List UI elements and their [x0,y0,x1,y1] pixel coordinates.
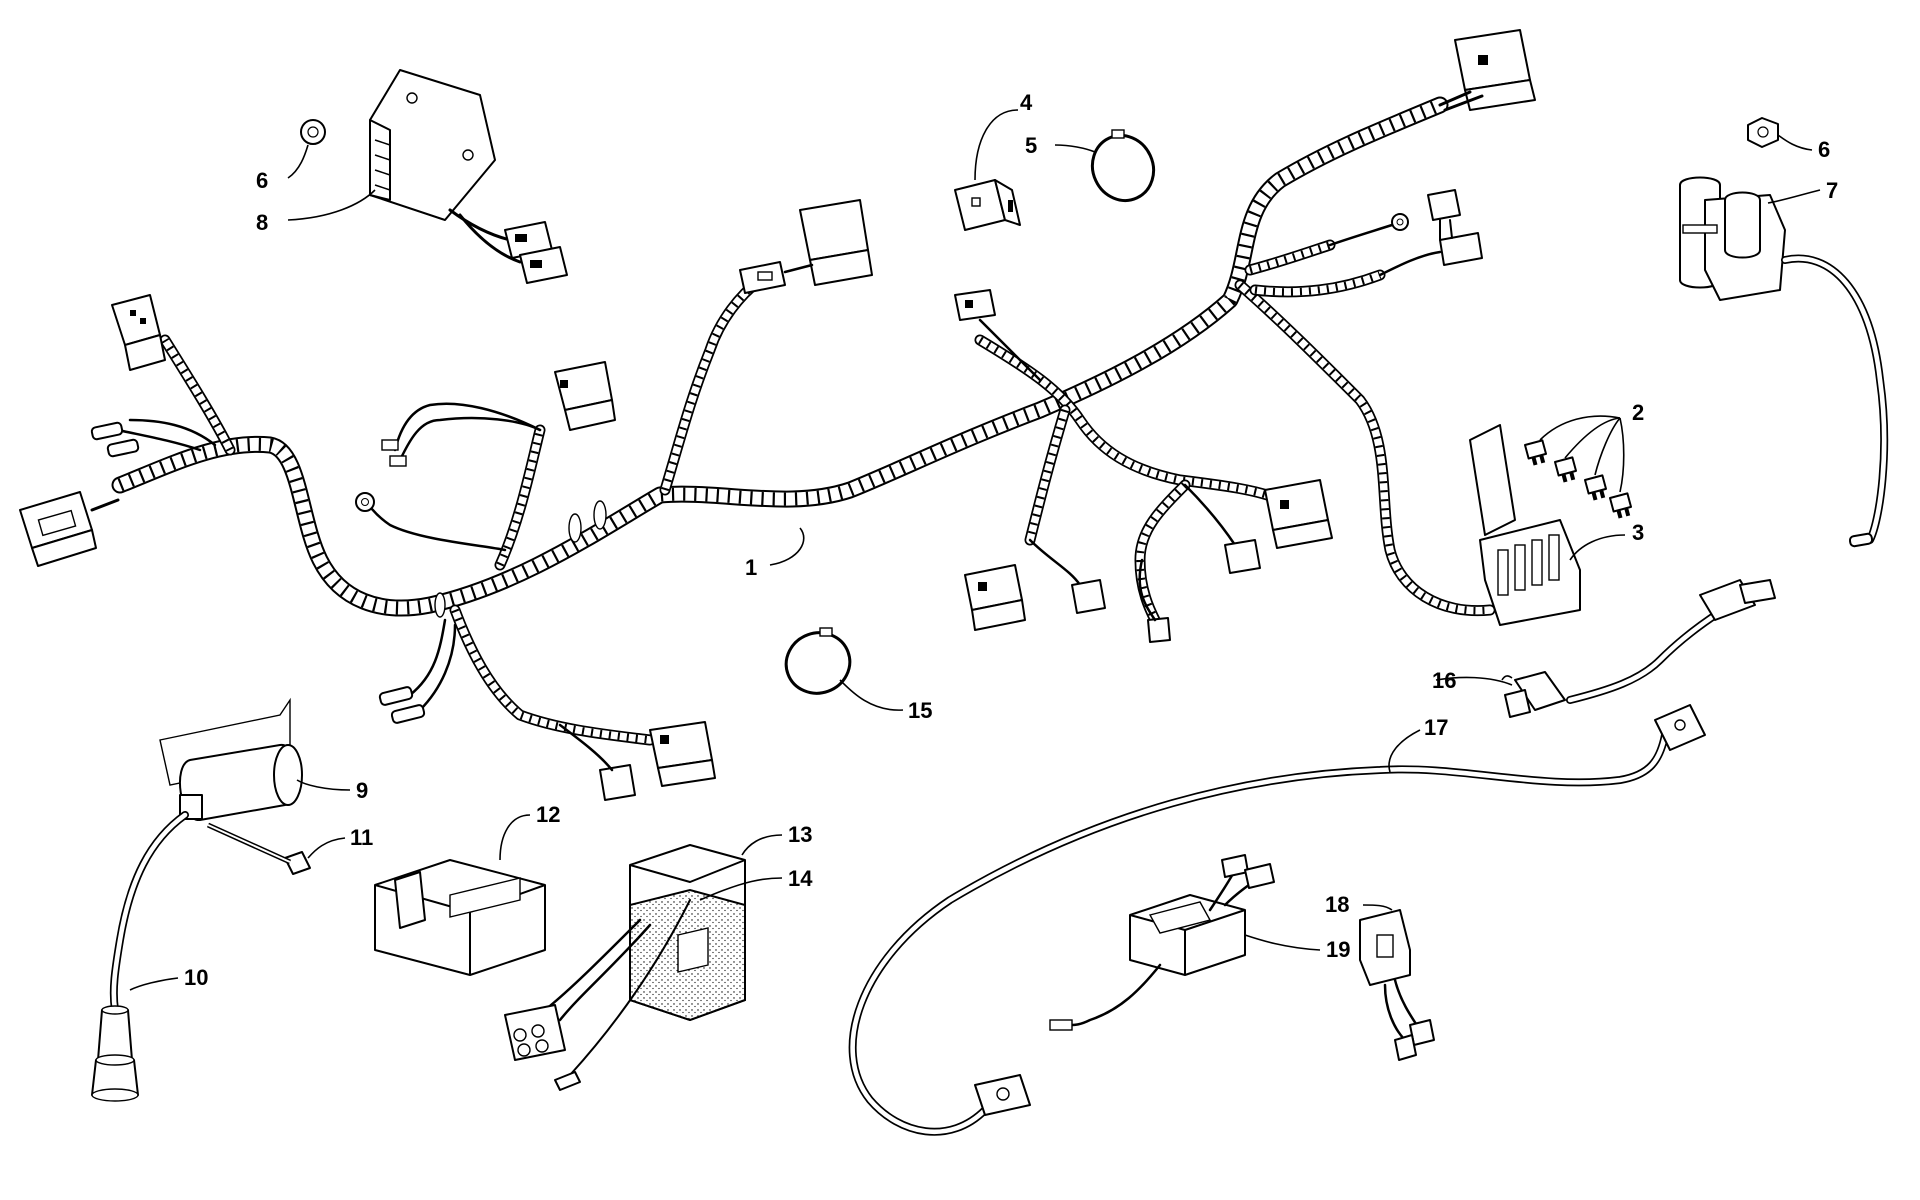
bolt [206,822,311,875]
callout-9: 9 [356,778,368,803]
callout-3: 3 [1632,520,1644,545]
ignition-switch [1679,176,1889,548]
flasher-relay [1359,909,1435,1061]
ignition-module [504,844,746,1091]
main-wiring-harness [111,96,1496,746]
connector-bottom-left [558,721,716,801]
callout-4: 4 [1020,90,1033,115]
callout-17: 17 [1424,715,1448,740]
callout-15: 15 [908,698,932,723]
spark-plug-cap [91,1005,139,1102]
connector-center [954,289,1042,382]
fuses [1524,439,1633,519]
connector-top-middle [739,199,873,294]
connector-top-left [111,294,166,371]
callout-11: 11 [350,825,373,850]
callout-7: 7 [1826,178,1838,203]
connector-top-right [1438,29,1536,112]
callout-18: 18 [1325,892,1349,917]
cdi-unit [374,859,546,976]
callout-2: 2 [1632,400,1644,425]
callout-14: 14 [788,866,813,891]
connector-center-left [355,361,616,552]
callout-8: 8 [256,210,268,235]
connector-far-left [19,491,120,567]
callout-numbers: 1 2 3 4 5 6 6 7 8 9 10 11 12 13 14 15 16… [184,90,1838,990]
relay [954,179,1021,231]
connector-bottom-center-small [1138,558,1171,643]
terminal-pins-left [90,421,140,458]
callout-6-left: 6 [256,168,268,193]
callout-16: 16 [1432,668,1456,693]
control-unit [1049,854,1275,1031]
callout-19: 19 [1326,937,1350,962]
callout-6-right: 6 [1818,137,1830,162]
sensor-cable [1504,579,1776,718]
fuse-box [1469,424,1581,626]
callout-5: 5 [1025,133,1037,158]
connector-bottom-center-left [964,538,1106,631]
clamp-ring-upper [1090,129,1156,202]
ring-terminal-upper-right [1391,213,1409,231]
battery-cable [848,704,1706,1136]
callout-10: 10 [184,965,208,990]
callout-13: 13 [788,822,812,847]
connector-bottom-center-right [1183,479,1333,574]
ignition-coil [109,697,303,1014]
voltage-regulator [369,69,568,284]
callout-12: 12 [536,802,560,827]
leader-lines [129,109,1821,991]
nut-right [1747,117,1779,148]
connector-upper-right [1427,189,1483,266]
callout-1: 1 [745,555,757,580]
clamp-ring-lower [784,627,852,695]
terminal-pins-bottom-left [378,686,426,724]
nut-left [300,119,326,145]
